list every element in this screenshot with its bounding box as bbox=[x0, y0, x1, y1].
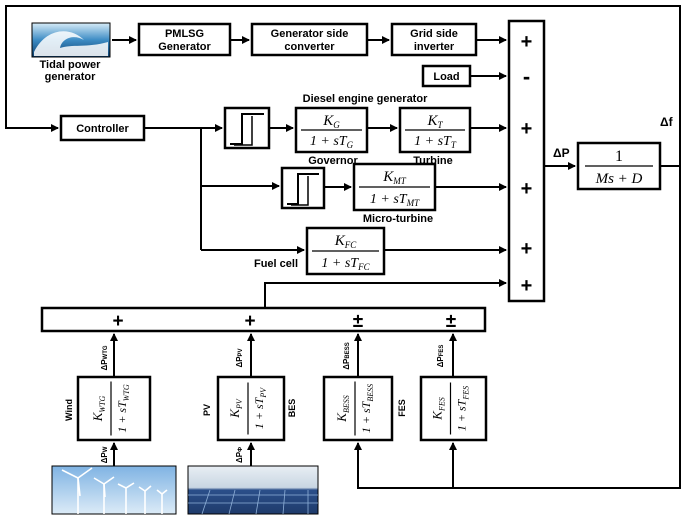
micro-turbine-limiter-block bbox=[280, 166, 326, 210]
grid-inv-label-line2: inverter bbox=[414, 41, 455, 53]
turbine-denominator: 1 + sTT bbox=[414, 134, 457, 150]
bus-input-arrows bbox=[110, 333, 457, 466]
fes-label: FES bbox=[397, 399, 407, 417]
bus-sign-pv: + bbox=[244, 311, 255, 332]
sum-sign-1: + bbox=[521, 31, 533, 53]
controller-block: Controller bbox=[59, 114, 146, 142]
governor-label: Governor bbox=[308, 155, 358, 167]
diesel-limiter-block bbox=[223, 106, 271, 150]
bus-sign-wtg: + bbox=[112, 311, 123, 332]
sum-sign-2: - bbox=[523, 64, 530, 89]
solar-panel-icon bbox=[188, 489, 318, 515]
micro-turbine-numerator: KMT bbox=[382, 169, 407, 186]
load-block: Load bbox=[421, 64, 472, 88]
delta-p-label: ΔP bbox=[553, 146, 570, 160]
sum-sign-3: + bbox=[521, 118, 533, 140]
turbine-block: KT 1 + sTT bbox=[398, 106, 472, 154]
bess-numerator: KBESS bbox=[334, 395, 351, 422]
wtg-denominator: 1 + sTWTG bbox=[115, 384, 131, 433]
diesel-title: Diesel engine generator bbox=[303, 93, 428, 105]
system-lines bbox=[5, 5, 681, 170]
bess-block: KBESS 1 + sTBESS bbox=[322, 375, 394, 442]
micro-turbine-block: KMT 1 + sTMT bbox=[352, 162, 437, 212]
turbine-numerator: KT bbox=[426, 113, 443, 130]
tidal-generator: Tidal power generator bbox=[31, 22, 111, 83]
system-denominator: Ms + D bbox=[595, 171, 643, 187]
dp-pv-label: ΔPPV bbox=[235, 348, 244, 367]
fes-numerator: KFES bbox=[430, 397, 447, 420]
pmlsg-label-line2: Generator bbox=[158, 41, 211, 53]
bes-label: BES bbox=[287, 399, 297, 418]
storage-feedback-lines bbox=[354, 166, 681, 489]
sum-sign-5: + bbox=[521, 238, 533, 260]
sum-sign-4: + bbox=[521, 178, 533, 200]
bus-sign-fes: ± bbox=[446, 311, 456, 332]
pmlsg-label-line1: PMLSG bbox=[165, 28, 204, 40]
dp-wtg-label: ΔPWTG bbox=[100, 345, 109, 370]
bus-to-sum-line bbox=[264, 279, 507, 307]
grid-side-inverter-block: Grid side inverter bbox=[390, 22, 478, 57]
pv-denominator: 1 + sTPV bbox=[252, 387, 268, 429]
top-row-arrows bbox=[112, 36, 507, 80]
fes-denominator: 1 + sTFES bbox=[455, 386, 471, 431]
governor-denominator: 1 + sTG bbox=[310, 134, 354, 150]
dp-fes-label: ΔPFES bbox=[436, 345, 445, 368]
load-label: Load bbox=[433, 71, 459, 83]
controller-label: Controller bbox=[76, 123, 129, 135]
delta-f-label: Δf bbox=[660, 115, 674, 129]
sum-sign-6: + bbox=[521, 275, 533, 297]
governor-numerator: KG bbox=[322, 113, 340, 130]
dp-phi-label: ΔPΦ bbox=[235, 447, 244, 463]
grid-inv-label-line1: Grid side bbox=[410, 28, 458, 40]
dp-bess-label: ΔPBESS bbox=[342, 342, 351, 369]
wind-turbine-icon bbox=[61, 467, 168, 514]
fuel-cell-block: KFC 1 + sTFC bbox=[305, 226, 386, 276]
fuel-cell-label: Fuel cell bbox=[254, 258, 298, 270]
wtg-numerator: KWTG bbox=[90, 395, 107, 422]
wave-icon bbox=[34, 31, 108, 56]
fuel-cell-numerator: KFC bbox=[334, 233, 358, 250]
gen-conv-label-line1: Generator side bbox=[271, 28, 349, 40]
micro-turbine-label: Micro-turbine bbox=[363, 213, 433, 225]
tidal-label-line1: Tidal power bbox=[40, 59, 102, 71]
bess-denominator: 1 + sTBESS bbox=[359, 384, 375, 433]
wind-label: Wind bbox=[64, 399, 74, 421]
gen-conv-label-line2: converter bbox=[284, 41, 335, 53]
bus-sign-bess: ± bbox=[353, 311, 363, 332]
fes-block: KFES 1 + sTFES bbox=[419, 375, 488, 442]
summing-junction: + - + + + + bbox=[507, 19, 546, 303]
wtg-block: KWTG 1 + sTWTG bbox=[76, 375, 152, 442]
bottom-bus: + + ± ± bbox=[40, 306, 487, 333]
generator-side-converter-block: Generator side converter bbox=[250, 22, 369, 57]
tidal-label-line2: generator bbox=[45, 71, 96, 83]
controller-lines bbox=[145, 124, 305, 254]
governor-block: KG 1 + sTG bbox=[294, 106, 369, 154]
pv-label: PV bbox=[202, 404, 212, 416]
fuel-cell-denominator: 1 + sTFC bbox=[321, 256, 370, 272]
pv-block: KPV 1 + sTPV bbox=[216, 375, 286, 442]
micro-turbine-denominator: 1 + sTMT bbox=[370, 192, 420, 208]
system-numerator: 1 bbox=[615, 148, 623, 165]
system-transfer-block: 1 Ms + D bbox=[576, 141, 662, 191]
wind-farm-image bbox=[51, 465, 177, 515]
pmlsg-generator-block: PMLSG Generator bbox=[137, 22, 232, 57]
solar-panel-image bbox=[187, 465, 319, 515]
pv-numerator: KPV bbox=[227, 398, 244, 419]
dp-w-label: ΔPW bbox=[100, 446, 109, 463]
